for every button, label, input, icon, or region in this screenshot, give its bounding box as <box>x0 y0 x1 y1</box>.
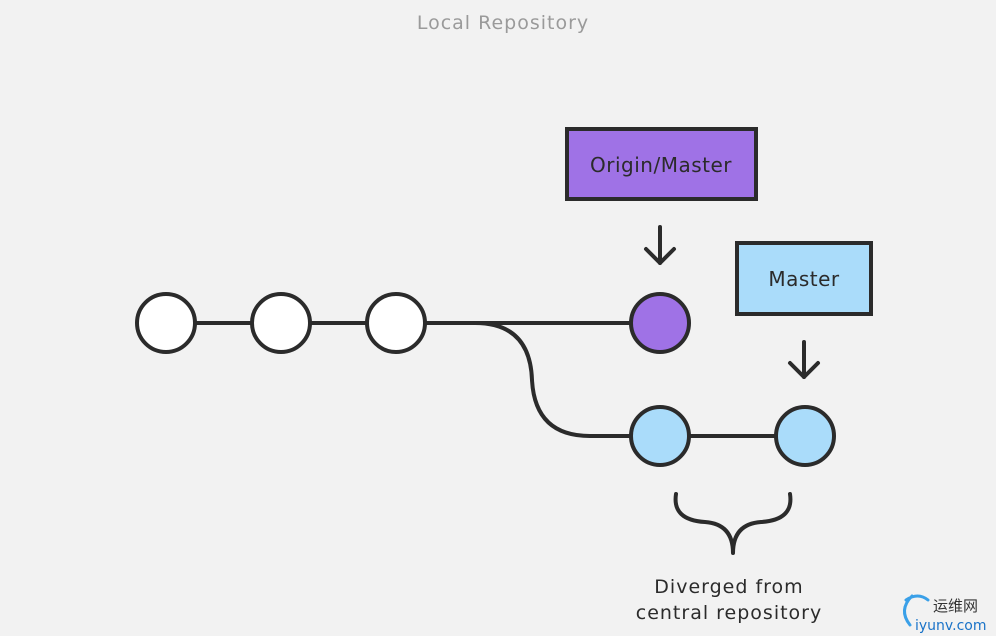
origin-master-label: Origin/Master <box>590 153 732 177</box>
curly-brace-icon <box>673 492 793 555</box>
origin-master-commit <box>629 292 691 354</box>
watermark-swirl-icon <box>903 594 930 627</box>
origin-master-box <box>565 127 758 201</box>
local-master-commit <box>774 405 836 467</box>
shared-commit-2 <box>250 292 312 354</box>
diagram-title: Local Repository <box>417 12 589 34</box>
master-arrow-icon <box>788 340 820 379</box>
local-commit-1 <box>629 405 691 467</box>
caption-line-1: Diverged from <box>654 576 803 598</box>
watermark: 运维网 iyunv.com <box>903 594 986 634</box>
master-tag: Master <box>735 241 873 316</box>
local-branch-line <box>473 321 807 438</box>
master-label: Master <box>768 267 840 291</box>
watermark-cn: 运维网 <box>933 597 978 615</box>
origin-master-tag: Origin/Master <box>565 127 758 201</box>
shared-commit-1 <box>135 292 197 354</box>
caption-line-2: central repository <box>636 602 822 624</box>
origin-master-arrow-icon <box>644 225 676 265</box>
shared-commit-3 <box>365 292 427 354</box>
master-box <box>735 241 873 316</box>
watermark-en: iyunv.com <box>915 618 986 634</box>
